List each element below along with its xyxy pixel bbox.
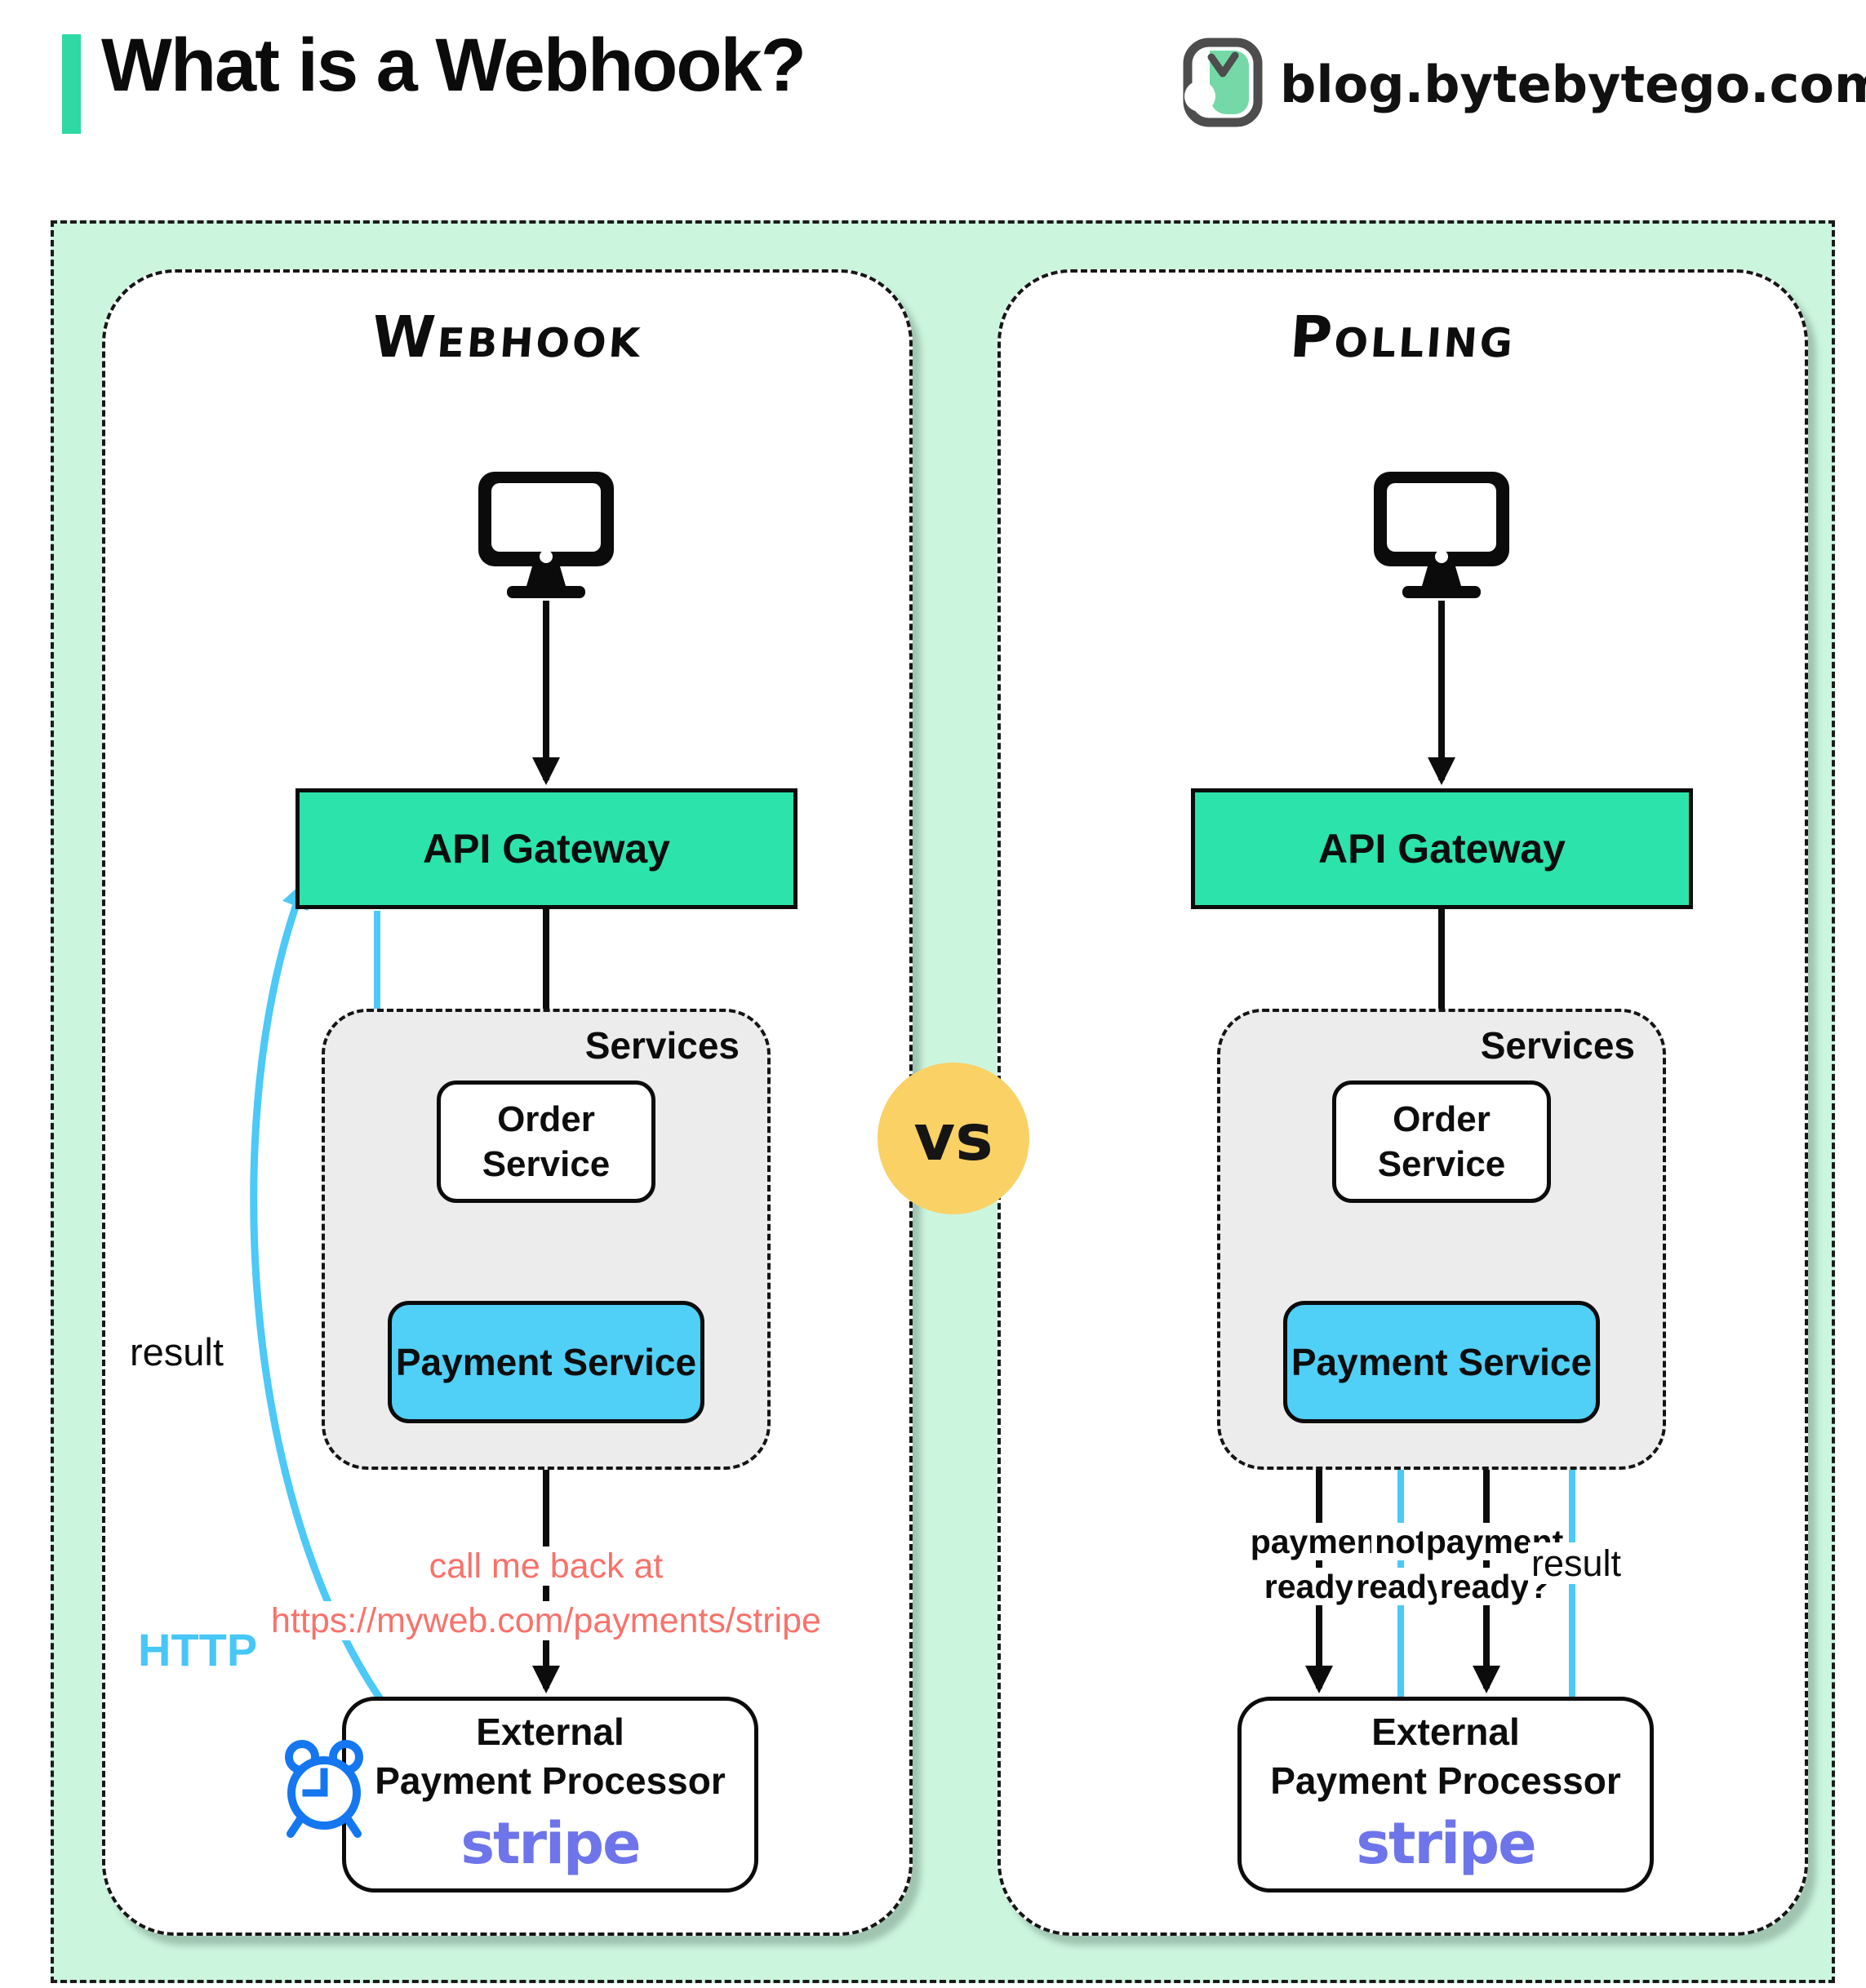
poll-a1-line2: ready — [1353, 1568, 1449, 1606]
stripe-logo: stripe — [1356, 1810, 1536, 1878]
external-payment-processor-node: External Payment Processor stripe — [342, 1697, 758, 1893]
title-accent-bar — [62, 34, 81, 134]
vs-badge: vs — [877, 1063, 1029, 1214]
api-gateway-node: API Gateway — [1191, 788, 1693, 909]
site-logo-group: blog.bytebytego.com — [1182, 38, 1866, 131]
poll-answer-not-ready-label: not ready — [1348, 1520, 1454, 1610]
services-group-label: Services — [1480, 1024, 1635, 1067]
poll-a1-line1: not — [1371, 1523, 1430, 1560]
client-computer-icon — [1372, 470, 1511, 601]
polling-panel: Polling API Gateway Services Order Servi… — [997, 269, 1808, 1936]
external-label-line1: External — [1371, 1710, 1520, 1753]
webhook-panel: Webhook API Gateway Services Order Servi… — [102, 269, 913, 1936]
site-name: blog.bytebytego.com — [1280, 55, 1866, 114]
external-label-line2: Payment Processor — [375, 1759, 726, 1802]
payment-service-label: Payment Service — [1291, 1341, 1593, 1383]
payment-service-node: Payment Service — [1283, 1301, 1600, 1423]
api-gateway-label: API Gateway — [1318, 826, 1566, 872]
result-annotation: result — [130, 1330, 224, 1373]
http-annotation: HTTP — [138, 1624, 258, 1675]
payment-service-node: Payment Service — [388, 1301, 704, 1423]
poll-q1-line1: payment — [1246, 1523, 1392, 1560]
order-service-label-line2: Service — [1377, 1144, 1506, 1184]
order-service-label-line1: Order — [1393, 1099, 1491, 1139]
external-payment-processor-node: External Payment Processor stripe — [1237, 1697, 1654, 1893]
callback-line1: call me back at — [420, 1546, 672, 1586]
order-service-label-line2: Service — [482, 1144, 611, 1184]
api-gateway-node: API Gateway — [295, 788, 797, 909]
poll-result-label: result — [1511, 1539, 1642, 1589]
alarm-clock-icon — [278, 1737, 370, 1842]
callback-url: https://myweb.com/payments/stripe — [263, 1600, 829, 1640]
order-service-node: Order Service — [437, 1081, 655, 1203]
page-title: What is a Webhook? — [101, 24, 806, 107]
bytebytego-logo-icon — [1182, 38, 1264, 131]
client-computer-icon — [477, 470, 615, 601]
services-group-label: Services — [584, 1024, 740, 1067]
order-service-label-line1: Order — [497, 1099, 595, 1139]
external-label-line2: Payment Processor — [1270, 1759, 1621, 1802]
api-gateway-label: API Gateway — [423, 826, 670, 872]
order-service-node: Order Service — [1332, 1081, 1551, 1203]
stripe-logo: stripe — [460, 1810, 641, 1878]
payment-service-label: Payment Service — [395, 1341, 697, 1383]
callback-url-annotation: call me back at https://myweb.com/paymen… — [220, 1539, 873, 1648]
poll-result-text: result — [1527, 1542, 1625, 1584]
external-label-line1: External — [476, 1710, 624, 1753]
